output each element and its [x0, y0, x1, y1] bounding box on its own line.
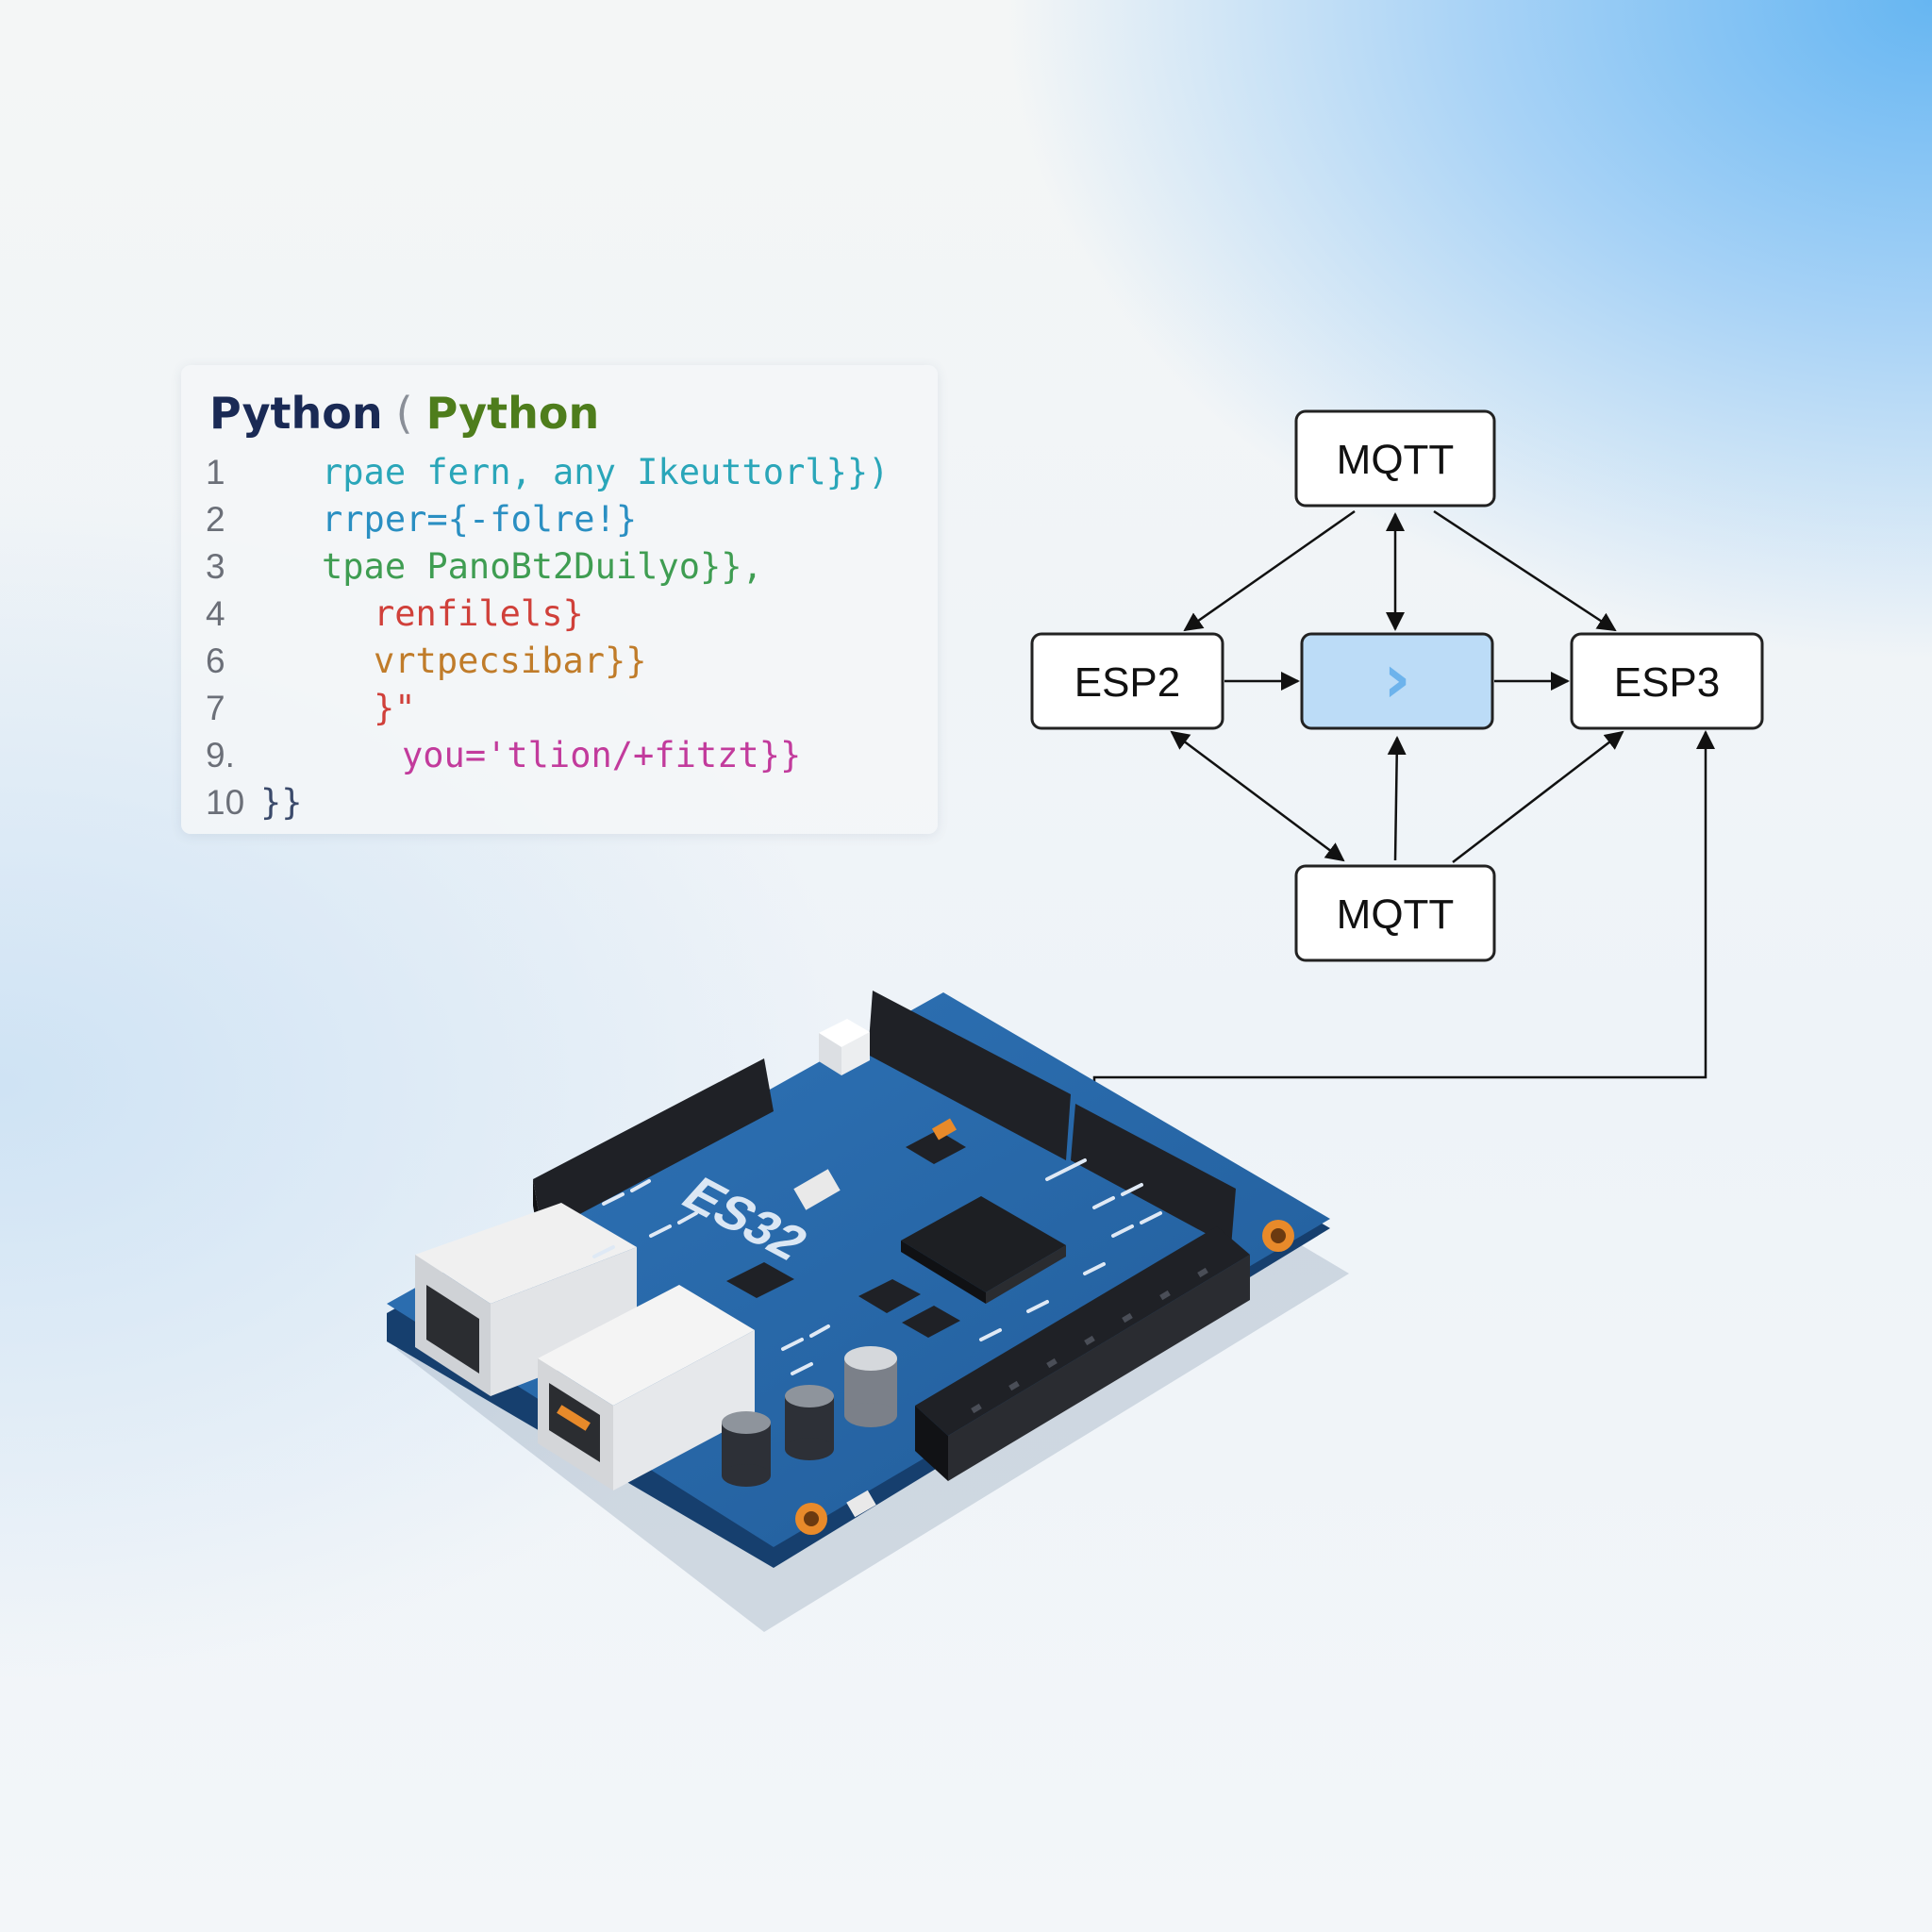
smd-part [793, 1169, 841, 1210]
line-number: 6 [206, 641, 225, 680]
pin-slots [971, 1267, 1208, 1414]
edge-mqtt-bottom-to-esp3 [1452, 730, 1624, 863]
small-ic [902, 1306, 960, 1338]
line-number: 9. [206, 736, 235, 774]
esp32-board-illustration: ES32 [387, 991, 1349, 1632]
code-text: vrtpecsibar}} [374, 641, 647, 681]
code-title-primary: Python [209, 388, 383, 439]
node-center: › [1300, 632, 1494, 730]
code-panel: Python(Python 1 rpae fern, any Ikeuttorl}… [181, 365, 938, 834]
node-mqtt-bottom: MQTT [1294, 864, 1496, 962]
small-ic [726, 1262, 794, 1298]
code-text: renfilels} [374, 593, 584, 634]
line-number: 4 [206, 594, 225, 633]
node-esp3: ESP3 [1570, 632, 1764, 730]
edge-mqtt-bottom-to-center [1387, 736, 1407, 861]
code-line: 2 rrper={-folre!} [206, 499, 637, 546]
code-text: }} [260, 782, 303, 823]
line-number: 2 [206, 500, 225, 539]
usb-port [538, 1285, 755, 1491]
pin-header [533, 1058, 774, 1234]
code-line: 9. you='tlion/+fitzt}} [206, 735, 801, 782]
ethernet-port [415, 1203, 637, 1396]
small-ic [858, 1279, 921, 1313]
line-number: 10 [206, 783, 245, 822]
pin-header-face [915, 1406, 948, 1481]
node-mqtt-top-label: MQTT [1337, 437, 1455, 483]
mount-hole [804, 1511, 819, 1526]
pin-header [1071, 1104, 1236, 1247]
node-esp2-label: ESP2 [1074, 659, 1181, 706]
edge-mqtt-top-to-esp2 [1183, 509, 1356, 632]
edge-esp2-mqtt-bottom [1170, 730, 1345, 862]
capacitor [785, 1385, 834, 1460]
code-line: 1 rpae fern, any Ikeuttorl}}) [206, 452, 889, 499]
line-number: 7 [206, 689, 225, 727]
pin-header-face [948, 1255, 1250, 1481]
line-number: 3 [206, 547, 225, 586]
edge-board-to-esp3 [1092, 730, 1715, 1083]
silkscreen-marks [592, 1158, 1162, 1375]
smd-part [846, 1490, 876, 1518]
small-ic [906, 1130, 966, 1164]
code-text: rpae fern, any Ikeuttorl}}) [322, 452, 890, 492]
edge-mqtt-top-to-esp3 [1433, 509, 1617, 632]
node-esp3-label: ESP3 [1614, 659, 1721, 706]
code-text: you='tlion/+fitzt}} [402, 735, 802, 775]
code-line: 3 tpae PanoBt2Duilyo}}, [206, 546, 763, 593]
code-text: rrper={-folre!} [322, 499, 638, 540]
node-mqtt-bottom-label: MQTT [1337, 891, 1455, 938]
chevron-right-icon: › [1383, 639, 1411, 718]
line-number: 1 [206, 453, 225, 491]
node-esp2: ESP2 [1030, 632, 1224, 730]
code-line: 7 }" [206, 688, 416, 735]
code-line: 4 renfilels} [206, 593, 584, 641]
sensor-cube [819, 1019, 870, 1075]
capacitor [844, 1346, 897, 1427]
mcu-chip [901, 1196, 1066, 1304]
code-line: 6 vrtpecsibar}} [206, 641, 647, 688]
smd-part [931, 1118, 958, 1141]
node-mqtt-top: MQTT [1294, 409, 1496, 508]
pin-header [868, 991, 1071, 1160]
code-text: tpae PanoBt2Duilyo}}, [322, 546, 763, 587]
code-title-separator: ( [395, 388, 413, 439]
code-title: Python(Python [209, 388, 599, 441]
code-title-secondary: Python [425, 388, 600, 439]
code-text: }" [374, 688, 416, 728]
code-line: 10}} [206, 782, 303, 829]
pin-header [915, 1226, 1250, 1436]
mount-hole [1271, 1228, 1286, 1243]
capacitor [722, 1411, 771, 1487]
